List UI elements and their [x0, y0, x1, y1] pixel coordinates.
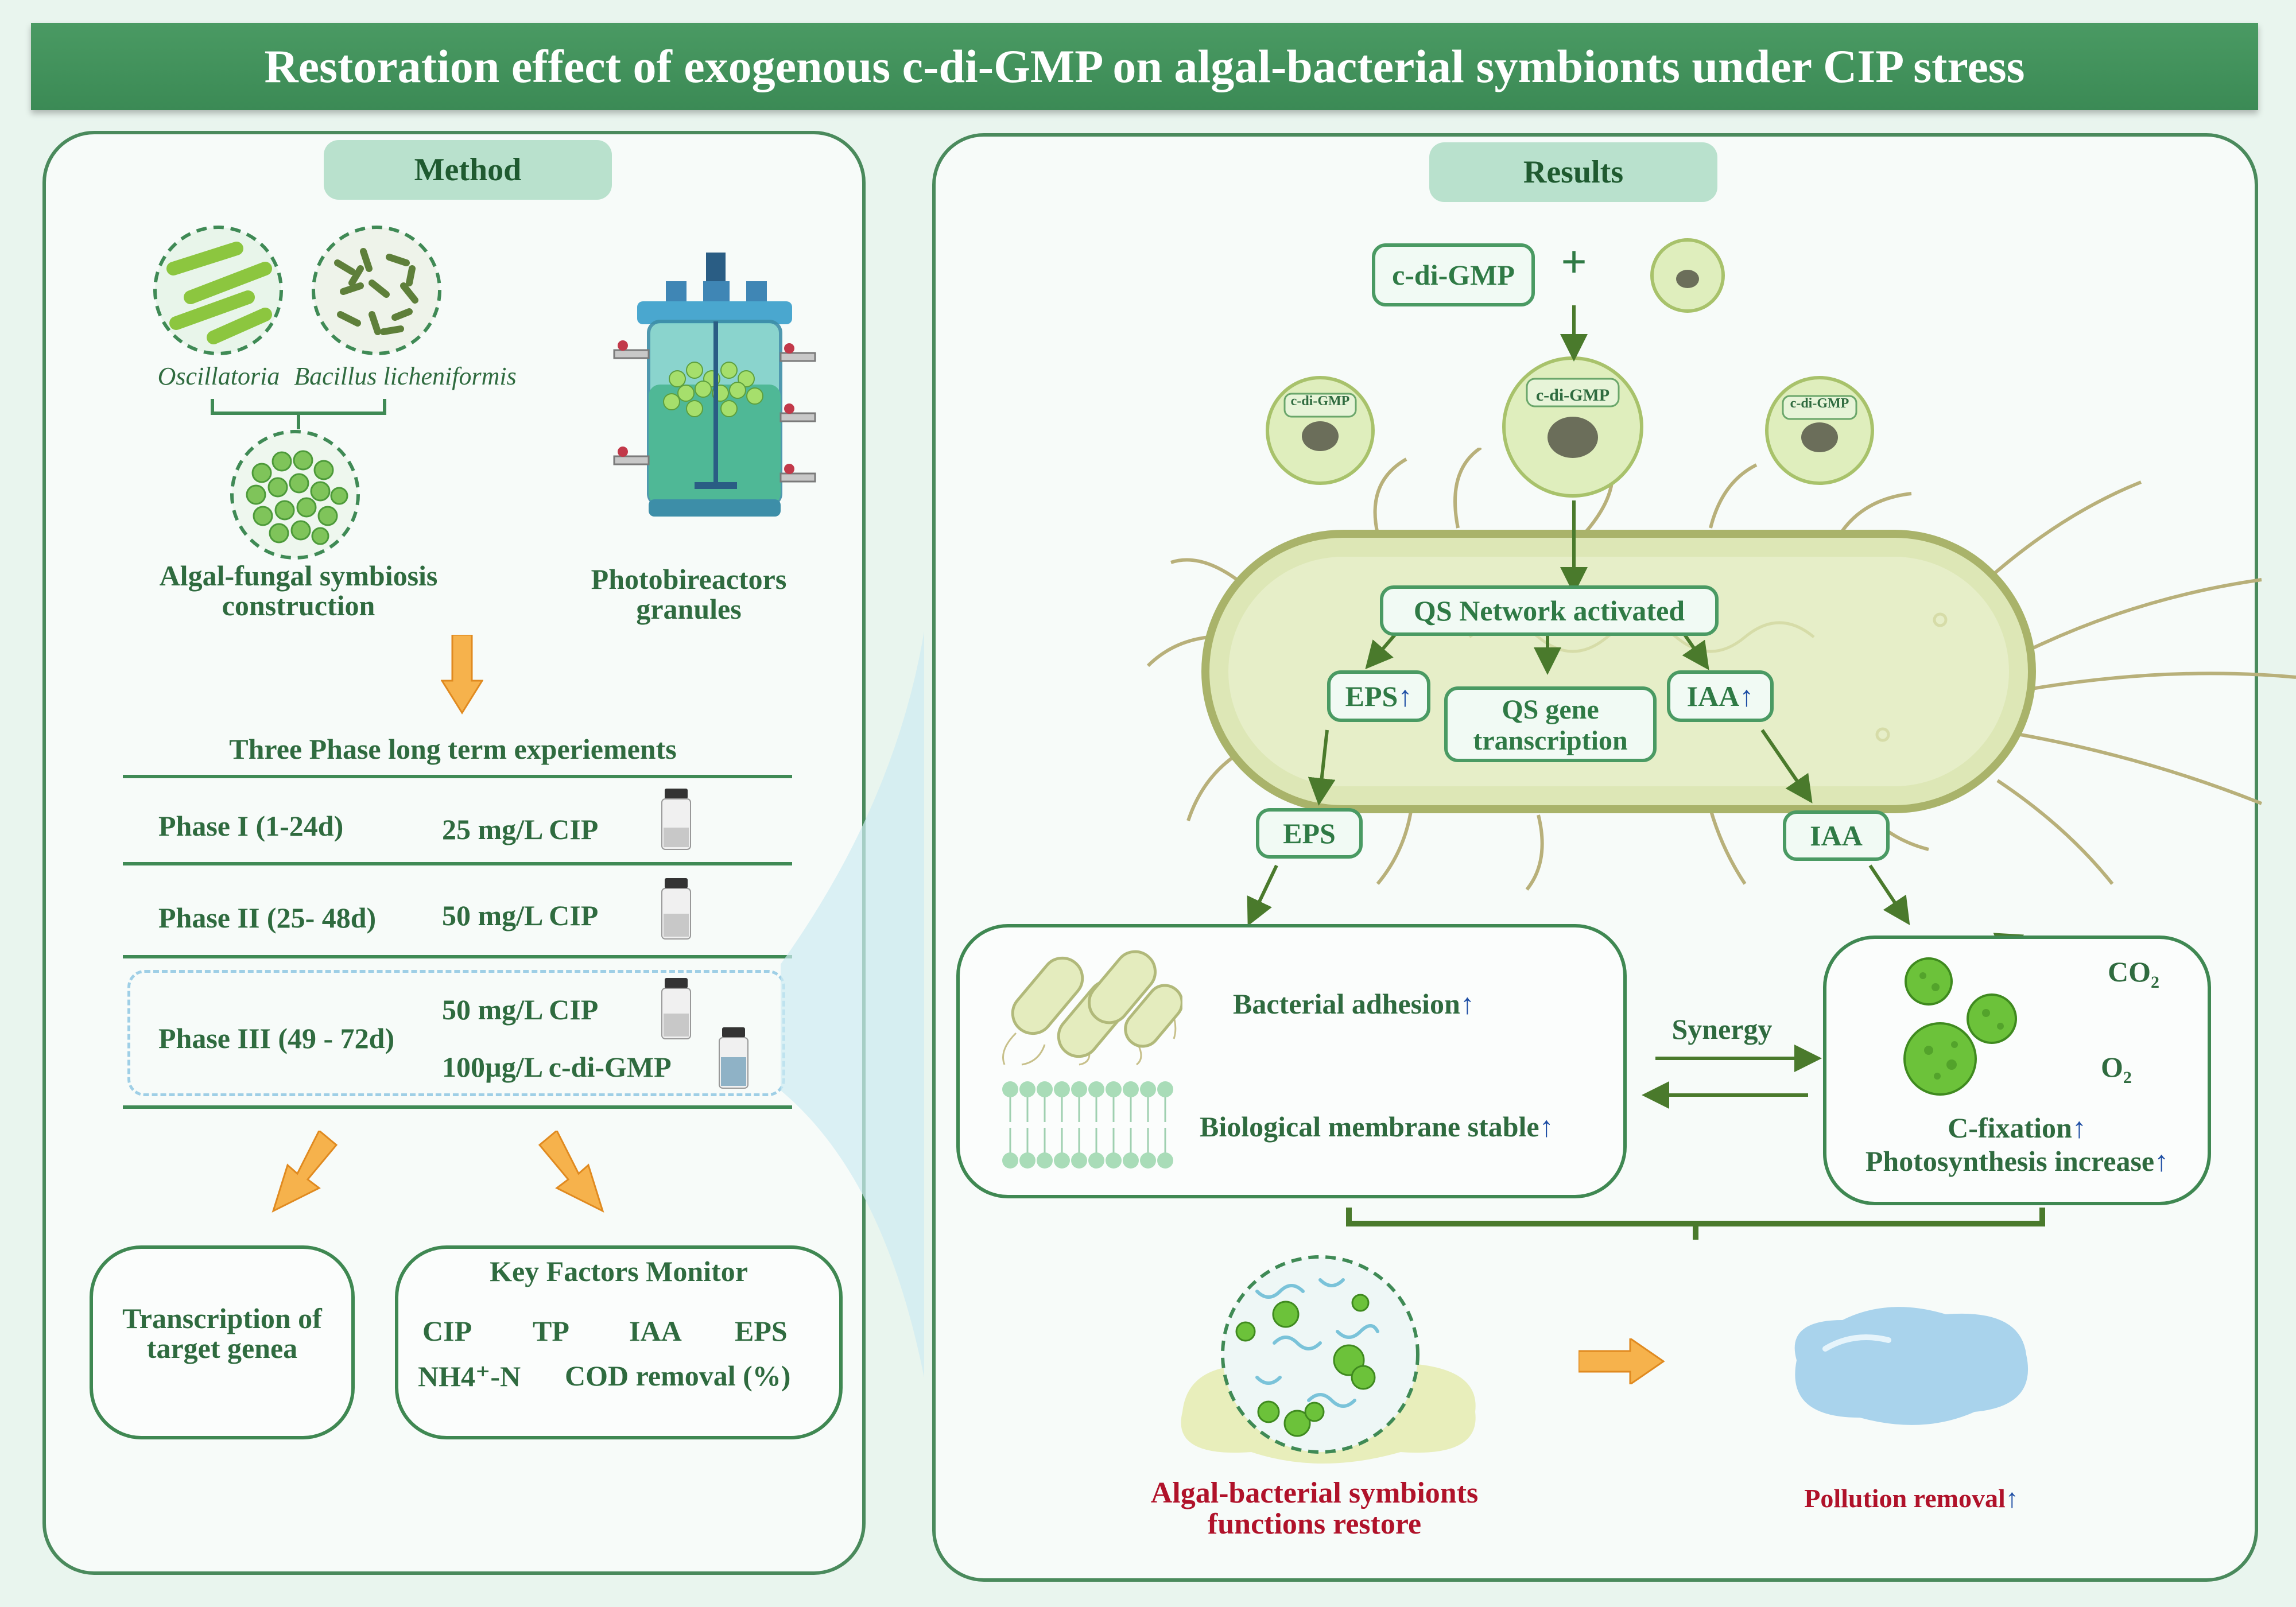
photosynthesis-panel [1823, 936, 2211, 1205]
phase1-name: Phase I (1-24d) [158, 810, 344, 842]
o2-label: O2 [2101, 1050, 2132, 1088]
factor-tp: TP [533, 1315, 569, 1347]
vial-icon [661, 789, 691, 850]
vial-icon [719, 1027, 748, 1089]
factor-nh4: NH4⁺-N [418, 1360, 521, 1392]
phase-divider [123, 862, 792, 865]
pollution-removal-line: Pollution removal↑ [1768, 1483, 2055, 1513]
bacillus-label: Bacillus licheniformis [294, 362, 517, 390]
clean-water-puddle [1794, 1307, 2029, 1425]
co2-label: CO2 [2108, 955, 2159, 992]
factor-cip: CIP [422, 1315, 472, 1347]
transcription-label-2: target genea [146, 1332, 298, 1364]
reactor-label-1: Photobireactors [591, 563, 787, 595]
eps-inner-label: EPS [1345, 680, 1398, 712]
connector-swoosh [781, 631, 924, 1377]
phase2-dose: 50 mg/L CIP [442, 899, 599, 931]
title-bar: Restoration effect of exogenous c-di-GMP… [31, 23, 2258, 110]
qs-gene-label-1: QS gene [1502, 694, 1599, 725]
symbiosis-label-1: Algal-fungal symbiosis [159, 560, 438, 592]
phase-divider [123, 1105, 792, 1109]
bacillus-circle [312, 226, 441, 355]
adhesion-line: Bacterial adhesion↑ [1233, 987, 1475, 1020]
experiment-title: Three Phase long term experiements [229, 733, 677, 765]
algal-cell-left [1266, 376, 1375, 485]
up-arrow-icon: ↑ [1539, 1111, 1554, 1143]
bacteria-adhesion-icon [1002, 950, 1182, 1066]
phase3-dose2: 100µg/L c-di-GMP [442, 1051, 672, 1083]
down-arrow-icon [441, 635, 483, 715]
factor-cod: COD removal (%) [565, 1360, 791, 1392]
algae-cells-icon [1903, 957, 2017, 1096]
adhesion-label: Bacterial adhesion [1233, 988, 1460, 1020]
up-arrow-icon: ↑ [1398, 680, 1413, 712]
transcription-box [90, 1245, 355, 1439]
photobioreactor [613, 253, 816, 517]
method-header: Method [324, 140, 612, 200]
phase-divider [123, 775, 792, 778]
cell-label-center: c-di-GMP [1535, 386, 1610, 405]
arrow-to-factors-icon [538, 1131, 604, 1213]
key-factors-box [395, 1245, 843, 1439]
iaa-inner-label: IAA [1686, 680, 1740, 712]
synergy-label: Synergy [1671, 1013, 1773, 1045]
o2-text: O [2101, 1051, 2123, 1083]
key-factors-title: Key Factors Monitor [490, 1255, 748, 1287]
reactor-label-2: granules [636, 593, 742, 625]
iaa-outer-box: IAA [1783, 810, 1890, 861]
oscillatoria-circle [153, 226, 283, 355]
algal-cell-icon [1650, 238, 1725, 313]
symbiosis-label-2: construction [222, 589, 375, 622]
up-arrow-icon: ↑ [2154, 1145, 2169, 1177]
qs-network-box: QS Network activated [1380, 585, 1719, 636]
oscillatoria-label: Oscillatoria [157, 362, 280, 390]
up-arrow-icon: ↑ [1460, 988, 1475, 1020]
symbiosis-circle [230, 430, 360, 560]
c-fixation-label: C-fixation [1948, 1112, 2072, 1144]
photosynthesis-label: Photosynthesis increase [1865, 1145, 2155, 1177]
phase2-name: Phase II (25- 48d) [158, 902, 377, 934]
results-header: Results [1429, 142, 1717, 202]
restore-label-1: Algal-bacterial symbionts [1150, 1477, 1479, 1509]
iaa-inner-box: IAA↑ [1667, 670, 1774, 722]
membrane-label: Biological membrane stable [1200, 1111, 1539, 1143]
phase3-dose1: 50 mg/L CIP [442, 993, 599, 1026]
plus-sign: + [1561, 237, 1587, 288]
up-arrow-icon: ↑ [2005, 1484, 2019, 1513]
factor-eps: EPS [735, 1315, 788, 1347]
eps-inner-box: EPS↑ [1327, 670, 1430, 722]
restore-label-2: functions restore [1207, 1508, 1422, 1540]
vial-icon [661, 978, 691, 1039]
co2-subscript: 2 [2151, 973, 2159, 992]
qs-gene-label-2: transcription [1473, 725, 1628, 756]
membrane-line: Biological membrane stable↑ [1200, 1110, 1554, 1143]
algal-cell-right [1765, 376, 1874, 485]
vial-icon [661, 878, 691, 940]
page-title: Restoration effect of exogenous c-di-GMP… [264, 40, 2025, 92]
phase-divider [123, 955, 792, 958]
phase3-name: Phase III (49 - 72d) [158, 1022, 395, 1054]
eps-outer-box: EPS [1256, 808, 1363, 859]
photosynthesis-line: Photosynthesis increase↑ [1823, 1144, 2211, 1178]
right-orange-arrow-icon [1578, 1338, 1665, 1384]
co2-text: CO [2108, 956, 2151, 988]
transcription-label-1: Transcription of [122, 1302, 322, 1334]
c-fixation-line: C-fixation↑ [1823, 1111, 2211, 1144]
factor-iaa: IAA [629, 1315, 682, 1347]
algal-cell-center [1502, 356, 1643, 498]
qs-gene-box: QS gene transcription [1444, 686, 1657, 762]
cell-label-left: c-di-GMP [1290, 394, 1350, 409]
o2-subscript: 2 [2123, 1068, 2132, 1087]
symbiont-restore-illustration [1181, 1255, 1476, 1464]
phase1-dose: 25 mg/L CIP [442, 813, 599, 845]
arrow-to-transcription-icon [272, 1131, 338, 1213]
up-arrow-icon: ↑ [2072, 1112, 2086, 1144]
pollution-removal-label: Pollution removal [1804, 1484, 2006, 1513]
cell-label-right: c-di-GMP [1790, 396, 1849, 411]
up-arrow-icon: ↑ [1739, 680, 1754, 712]
organism-bracket [211, 399, 386, 429]
cdigmp-box: c-di-GMP [1372, 243, 1535, 306]
lipid-membrane-icon [1002, 1081, 1173, 1169]
